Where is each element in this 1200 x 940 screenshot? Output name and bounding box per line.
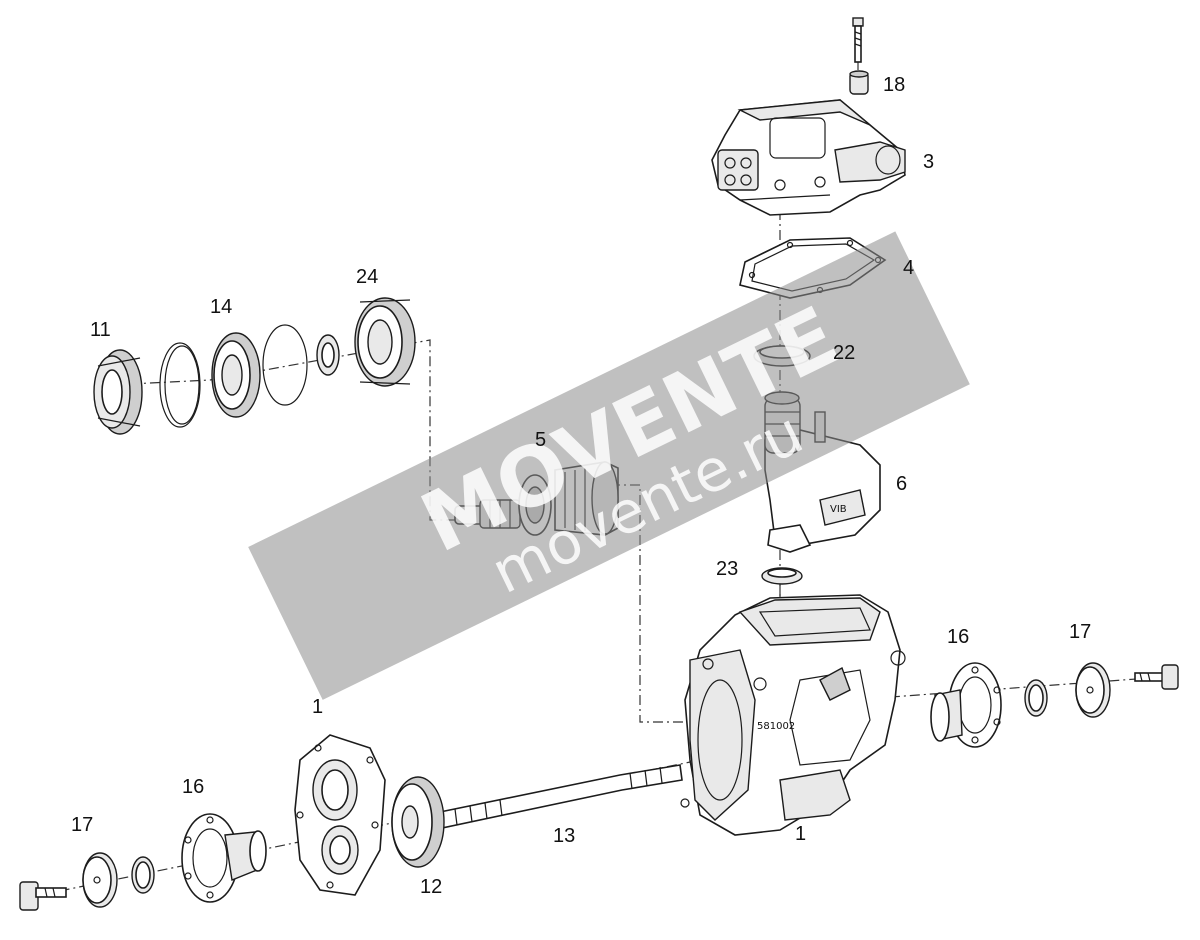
ring-right	[1024, 679, 1048, 717]
part-23-seal-ring	[761, 567, 803, 585]
callout-17-left: 17	[71, 814, 93, 836]
callout-labels: 18 3 4 24 14 11 22 5 6 23 16 17 1 16 17 …	[71, 74, 1091, 898]
part-1-main-housing: 581002	[680, 594, 906, 836]
part-3-control-block	[711, 99, 906, 216]
callout-23: 23	[716, 558, 738, 580]
part-12-gear	[391, 776, 445, 868]
part-1-end-cover	[294, 734, 386, 896]
snap-ring-large	[159, 342, 201, 428]
callout-4: 4	[903, 257, 914, 279]
part-13-output-shaft	[439, 764, 683, 829]
part-24-bearing	[354, 297, 416, 387]
callout-16-right: 16	[947, 626, 969, 648]
callout-16-left: 16	[182, 776, 204, 798]
callout-17-right: 17	[1069, 621, 1091, 643]
part-14-bearing	[211, 332, 261, 418]
callout-11: 11	[90, 319, 111, 341]
callout-1-housing: 1	[795, 823, 806, 845]
ring-left	[131, 856, 155, 894]
svg-text:VIB: VIB	[830, 504, 847, 515]
callout-1-cover: 1	[312, 696, 323, 718]
callout-5: 5	[535, 429, 546, 451]
small-washer	[316, 334, 340, 376]
callout-6: 6	[896, 473, 907, 495]
callout-3: 3	[923, 151, 934, 173]
part-17-cap-left	[82, 852, 118, 908]
callout-14: 14	[210, 296, 232, 318]
bolt-left	[19, 881, 67, 911]
part-16-flange-right	[930, 662, 1002, 748]
callout-13: 13	[553, 825, 575, 847]
part-17-cap-right	[1075, 662, 1111, 718]
part-11-gear	[93, 349, 143, 435]
callout-18: 18	[883, 74, 905, 96]
o-ring	[262, 324, 308, 406]
housing-marking: 581002	[757, 721, 795, 732]
callout-12: 12	[420, 876, 442, 898]
callout-22: 22	[833, 342, 855, 364]
part-18-bolt-sleeve	[849, 17, 869, 95]
bolt-right	[1134, 664, 1179, 690]
part-16-flange-left	[181, 813, 267, 903]
callout-24: 24	[356, 266, 378, 288]
